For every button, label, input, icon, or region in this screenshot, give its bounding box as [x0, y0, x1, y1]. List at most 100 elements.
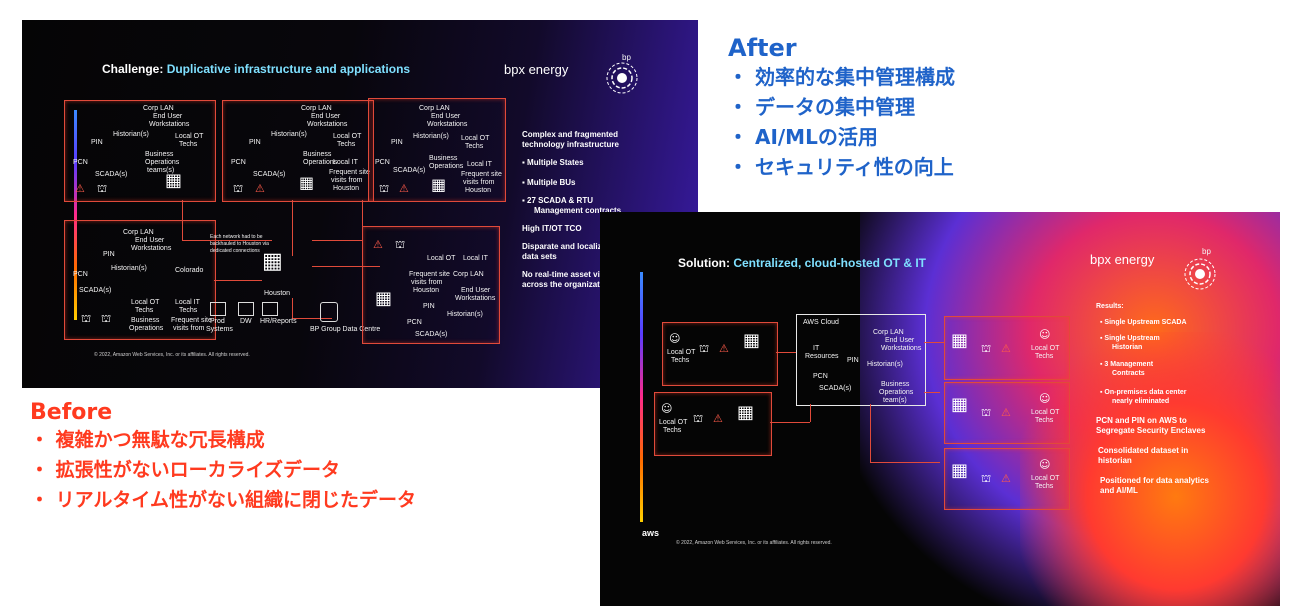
after-item-1: ・ 効率的な集中管理構成 — [728, 65, 955, 89]
building-icon: ▦ — [165, 170, 183, 191]
local-ot-label: Local OT — [131, 299, 160, 306]
techs-label: Techs — [671, 357, 690, 364]
oil-pump-icon: ⛫ — [233, 182, 244, 195]
before-section: Before ・ 複雑かつ無駄な冗長構成 ・ 拡張性がないローカライズデータ ・… — [30, 400, 416, 515]
oil-pump-icon: ⛫ — [81, 312, 92, 325]
warning-icon: ⚠ — [1001, 342, 1011, 355]
wire — [810, 404, 811, 422]
person-icon: ☺ — [661, 402, 673, 415]
wire — [924, 392, 940, 393]
pin-label: PIN — [103, 251, 115, 258]
solution-note-pcn-2: Segregate Security Enclaves — [1096, 426, 1206, 435]
result-contracts-1: ▪ 3 Management — [1100, 361, 1154, 368]
bp-helios-logo: bp — [602, 53, 642, 96]
visits-label: visits from — [173, 325, 205, 332]
remote-site-box-1: ☺ Local OT Techs ⛫ ⚠ ▦ — [662, 322, 778, 386]
wire — [214, 280, 262, 281]
workstations-label: Workstations — [427, 121, 468, 128]
houston-label: Houston — [413, 287, 440, 294]
before-heading: Before — [30, 400, 113, 425]
after-section: After ・ 効率的な集中管理構成 ・ データの集中管理 ・ AI/MLの活用… — [728, 34, 955, 182]
challenge-bullet-contracts-1: ▪ 27 SCADA & RTU — [522, 196, 593, 205]
end-user-label: End User — [431, 113, 461, 120]
pcn-label: PCN — [73, 159, 88, 166]
oil-pump-icon: ⛫ — [981, 472, 992, 485]
network-note-line2: backhauled to Houston via — [210, 241, 269, 247]
slide2-footer: © 2022, Amazon Web Services, Inc. or its… — [676, 540, 832, 546]
dw-label: DW — [240, 318, 252, 325]
after-item-2: ・ データの集中管理 — [728, 95, 915, 119]
network-note-line1: Each network had to be — [210, 234, 263, 240]
solution-slide-title: Solution: Centralized, cloud-hosted OT &… — [678, 256, 927, 270]
database-icon — [320, 302, 338, 322]
bp-mark-text: bp — [622, 53, 631, 62]
techs-label: Techs — [135, 307, 154, 314]
challenge-note-tco: High IT/OT TCO — [522, 224, 582, 233]
site-box-2: Corp LAN End User Workstations PIN Histo… — [222, 100, 374, 202]
corp-lan-label: Corp LAN — [453, 271, 484, 278]
corp-lan-label: Corp LAN — [419, 105, 450, 112]
corp-lan-label: Corp LAN — [123, 229, 154, 236]
wire — [292, 298, 293, 318]
result-datacenter-1: ▪ On-premises data center — [1100, 389, 1187, 396]
techs-label: Techs — [179, 141, 198, 148]
bpx-brand-text: bpx energy — [1090, 252, 1155, 267]
person-icon: ☺ — [1039, 328, 1051, 341]
pcn-label: PCN — [813, 373, 828, 380]
teams-label: team(s) — [883, 397, 907, 404]
scada-label: SCADA(s) — [393, 167, 426, 174]
end-user-label: End User — [311, 113, 341, 120]
local-it-label: Local IT — [467, 161, 492, 168]
building-icon: ▦ — [951, 394, 969, 415]
result-historian-1: ▪ Single Upstream — [1100, 335, 1160, 342]
pcn-label: PCN — [407, 319, 422, 326]
historian-label: Historian(s) — [111, 265, 147, 272]
challenge-slide-title: Challenge: Duplicative infrastructure an… — [102, 62, 411, 76]
pcn-label: PCN — [375, 159, 390, 166]
techs-label: Techs — [465, 143, 484, 150]
prod-label: Prod — [210, 318, 225, 325]
business-label: Business — [131, 317, 160, 324]
warning-icon: ⚠ — [719, 342, 729, 355]
techs-label: Techs — [663, 427, 682, 434]
workstations-label: Workstations — [455, 295, 496, 302]
local-ot-label: Local OT — [659, 419, 688, 426]
challenge-bullet-states: ▪ Multiple States — [522, 158, 584, 167]
workstations-label: Workstations — [149, 121, 190, 128]
challenge-bullet-contracts-2: Management contracts — [534, 206, 622, 215]
operations-label: Operations — [145, 159, 180, 166]
workstations-label: Workstations — [307, 121, 348, 128]
aws-cloud-box: AWS Cloud Corp LAN End User Workstations… — [796, 314, 926, 406]
challenge-intro-1: Complex and fragmented — [522, 130, 619, 139]
before-item-2: ・ 拡張性がないローカライズデータ — [30, 459, 341, 481]
slide-accent-bar — [640, 272, 643, 522]
prod-systems-icon — [210, 302, 226, 316]
operations-label: Operations — [429, 163, 464, 170]
local-ot-label: Local OT — [1031, 345, 1060, 352]
scada-label: SCADA(s) — [819, 385, 852, 392]
visits-label: visits from — [331, 177, 363, 184]
person-icon: ☺ — [1039, 458, 1051, 471]
historian-label: Historian(s) — [413, 133, 449, 140]
historian-label: Historian(s) — [113, 131, 149, 138]
business-label: Business — [429, 155, 458, 162]
techs-label: Techs — [1035, 417, 1054, 424]
houston-label: Houston — [465, 187, 492, 194]
solution-note-ai-1: Positioned for data analytics — [1100, 476, 1209, 485]
bp-mark-text: bp — [1202, 247, 1211, 256]
teams-label: teams(s) — [147, 167, 175, 174]
frequent-label: Frequent site — [171, 317, 212, 324]
local-it-label: Local IT — [175, 299, 200, 306]
person-icon: ☺ — [669, 332, 681, 345]
frequent-label: Frequent site — [461, 171, 502, 178]
operations-label: Operations — [129, 325, 164, 332]
it-label: IT — [813, 345, 820, 352]
before-item-3: ・ リアルタイム性がない組織に閉じたデータ — [30, 489, 417, 511]
wire — [362, 200, 363, 240]
wire — [770, 422, 810, 423]
challenge-bullet-bus: ▪ Multiple BUs — [522, 178, 576, 187]
remote-site-box-3: ▦ ⛫ ⚠ ☺ Local OT Techs — [944, 316, 1070, 380]
wire — [182, 200, 183, 240]
wire — [870, 462, 940, 463]
local-ot-label: Local OT — [667, 349, 696, 356]
